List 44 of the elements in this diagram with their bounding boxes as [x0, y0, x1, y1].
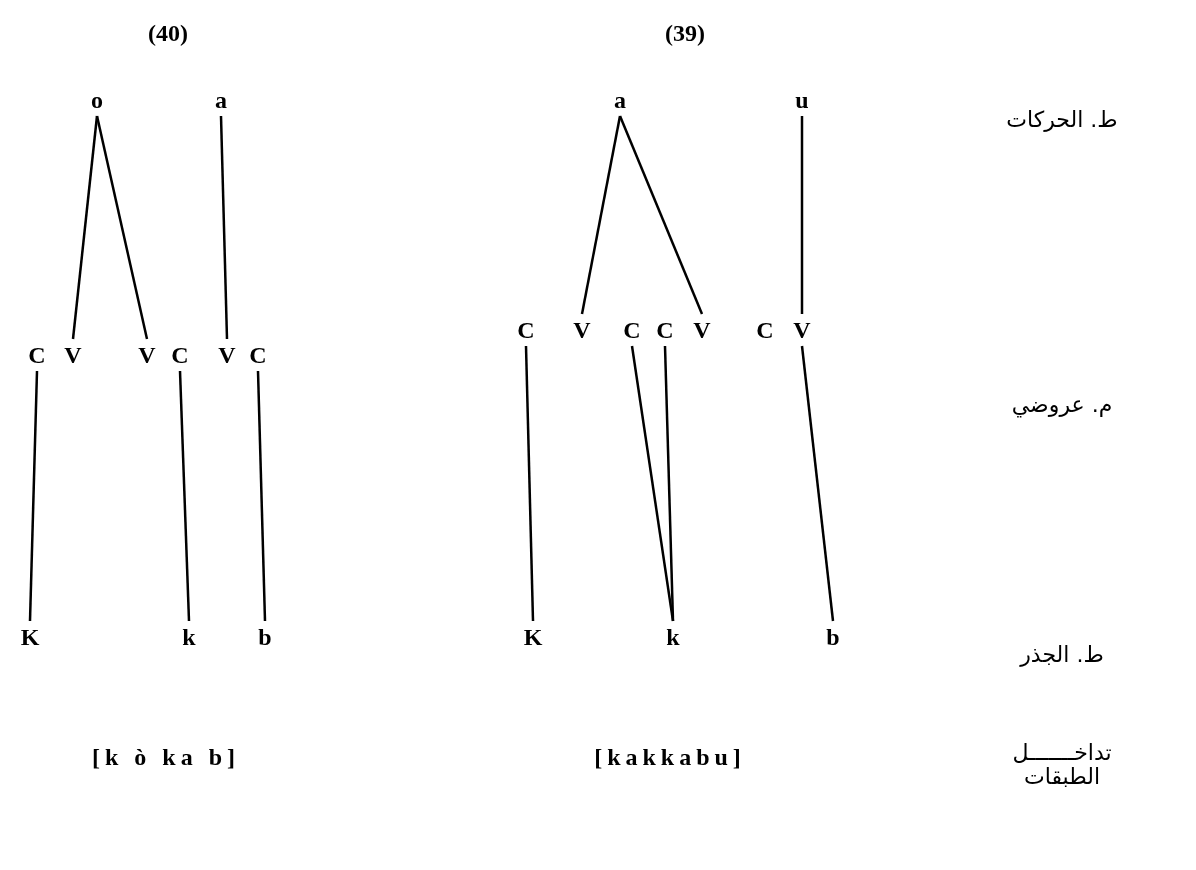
example-number: (39) — [665, 19, 705, 47]
segment-letter: b — [824, 621, 842, 653]
association-line — [630, 345, 675, 622]
segment-letter: a — [612, 84, 628, 116]
association-line — [28, 370, 39, 622]
association-line — [95, 115, 149, 340]
segment-letter: C — [247, 339, 269, 371]
segment-letter: C — [621, 314, 643, 346]
segment-letter: V — [136, 339, 158, 371]
segment-letter: u — [793, 84, 811, 116]
segment-letter: V — [791, 314, 813, 346]
segment-letter: V — [216, 339, 238, 371]
example-number: (40) — [148, 19, 188, 47]
association-line — [219, 115, 229, 340]
transcription: [kakkabu] — [594, 743, 746, 771]
association-line — [800, 345, 835, 622]
segment-letter: V — [691, 314, 713, 346]
segment-letter: C — [169, 339, 191, 371]
segment-letter: k — [180, 621, 198, 653]
segment-letter: C — [26, 339, 48, 371]
association-line — [524, 345, 535, 622]
segment-letter: o — [89, 84, 105, 116]
tier-label: ط. الجذر — [1018, 642, 1105, 668]
association-line — [256, 370, 267, 622]
segment-letter: C — [754, 314, 776, 346]
segment-letter: a — [213, 84, 229, 116]
association-line — [580, 115, 622, 315]
association-line — [800, 116, 804, 314]
association-line — [71, 115, 99, 340]
segment-letter: C — [654, 314, 676, 346]
segment-letter: C — [515, 314, 537, 346]
tier-label: ط. الحركات — [1005, 107, 1119, 133]
association-line — [178, 370, 191, 622]
segment-letter: k — [664, 621, 682, 653]
tier-label: تداخـــــــل الطبقات — [1011, 740, 1113, 790]
segment-letter: K — [18, 621, 42, 653]
segment-letter: b — [256, 621, 274, 653]
segment-letter: K — [521, 621, 545, 653]
association-line — [663, 345, 675, 622]
transcription: [k ò ka b] — [92, 743, 240, 771]
association-line — [618, 115, 704, 315]
segment-letter: V — [62, 339, 84, 371]
segment-letter: V — [571, 314, 593, 346]
tier-label: م. عروضي — [1010, 392, 1114, 418]
